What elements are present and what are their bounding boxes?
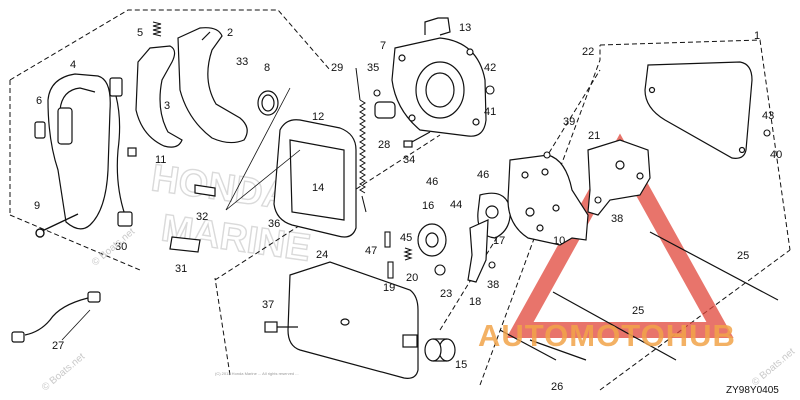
callout-10: 10 bbox=[553, 235, 566, 247]
callout-28: 28 bbox=[378, 139, 391, 151]
callout-7: 7 bbox=[380, 40, 387, 52]
callout-19: 19 bbox=[383, 282, 396, 294]
part-2-3-side-covers bbox=[135, 27, 248, 148]
callout-40: 40 bbox=[770, 149, 783, 161]
callout-35: 35 bbox=[367, 62, 380, 74]
part-4-handle-grip bbox=[47, 73, 111, 230]
part-34-bolt bbox=[403, 131, 431, 148]
part-12-seal-plate bbox=[273, 119, 357, 238]
part-9-pin bbox=[35, 213, 79, 238]
callout-25a: 25 bbox=[737, 250, 750, 262]
callout-12: 12 bbox=[312, 111, 325, 123]
callout-36: 36 bbox=[268, 218, 281, 230]
part-1-gasket-plate bbox=[644, 61, 753, 159]
callout-47: 47 bbox=[365, 245, 378, 257]
callout-27: 27 bbox=[52, 340, 65, 352]
leader-lines bbox=[61, 87, 301, 341]
callout-23: 23 bbox=[440, 288, 453, 300]
part-24-lower-housing bbox=[287, 261, 419, 379]
callout-13: 13 bbox=[459, 22, 472, 34]
part-31-32-decals bbox=[169, 184, 216, 253]
small-hardware bbox=[373, 85, 771, 279]
callout-4: 4 bbox=[70, 59, 77, 71]
part-13-bracket bbox=[424, 17, 451, 36]
callout-15: 15 bbox=[455, 359, 468, 371]
part-27-wire-harness bbox=[11, 291, 101, 343]
part-8-ring bbox=[257, 90, 279, 116]
callout-38a: 38 bbox=[487, 279, 500, 291]
copyright-note: (C) 2013 Honda Marine ... All rights res… bbox=[215, 371, 299, 376]
callout-8: 8 bbox=[264, 62, 271, 74]
callout-18: 18 bbox=[469, 296, 482, 308]
callout-1: 1 bbox=[754, 30, 761, 42]
callout-32: 32 bbox=[196, 211, 209, 223]
callout-26: 26 bbox=[551, 381, 564, 393]
callout-21: 21 bbox=[588, 130, 601, 142]
callout-31: 31 bbox=[175, 263, 188, 275]
callout-24: 24 bbox=[316, 249, 329, 261]
part-25-26-cables bbox=[499, 231, 779, 361]
callout-2: 2 bbox=[227, 27, 234, 39]
callout-11: 11 bbox=[155, 154, 167, 166]
part-37-bolt bbox=[264, 321, 298, 333]
callout-20: 20 bbox=[406, 272, 419, 284]
callout-16: 16 bbox=[422, 200, 435, 212]
callout-3: 3 bbox=[164, 100, 171, 112]
callout-22: 22 bbox=[582, 46, 595, 58]
callout-33: 33 bbox=[236, 56, 249, 68]
callout-46b: 46 bbox=[426, 176, 439, 188]
part-6-clip bbox=[34, 121, 46, 139]
callout-25b: 25 bbox=[632, 305, 645, 317]
callout-6: 6 bbox=[36, 95, 43, 107]
callout-17: 17 bbox=[493, 235, 506, 247]
callout-43: 43 bbox=[762, 110, 775, 122]
callout-30: 30 bbox=[115, 241, 128, 253]
part-15-bushing bbox=[424, 338, 456, 362]
callout-39: 39 bbox=[563, 116, 576, 128]
callout-5: 5 bbox=[137, 27, 144, 39]
callout-34: 34 bbox=[403, 154, 416, 166]
part-28-bushing bbox=[374, 101, 396, 119]
callout-37: 37 bbox=[262, 299, 275, 311]
callout-45: 45 bbox=[400, 232, 413, 244]
automotohub-watermark-triangle bbox=[506, 133, 734, 338]
callout-42: 42 bbox=[484, 62, 497, 74]
callout-29: 29 bbox=[331, 62, 344, 74]
callout-44: 44 bbox=[450, 199, 463, 211]
callout-46a: 46 bbox=[477, 169, 490, 181]
part-5-spring bbox=[152, 21, 162, 37]
callout-41: 41 bbox=[484, 106, 497, 118]
part-21-shift-bracket bbox=[587, 139, 651, 216]
automotohub-watermark-text: AUTOMOTOHUB bbox=[478, 318, 736, 353]
part-10-main-bracket bbox=[507, 154, 589, 246]
part-30-switch-wire bbox=[109, 77, 137, 227]
part-18-lever bbox=[467, 219, 489, 283]
callout-14: 14 bbox=[312, 182, 325, 194]
part-29-throttle-cable bbox=[355, 67, 367, 213]
callout-9: 9 bbox=[34, 200, 41, 212]
part-7-rear-cover bbox=[391, 37, 487, 137]
callout-38b: 38 bbox=[611, 213, 624, 225]
figure-code: ZY98Y0405 bbox=[726, 385, 779, 396]
